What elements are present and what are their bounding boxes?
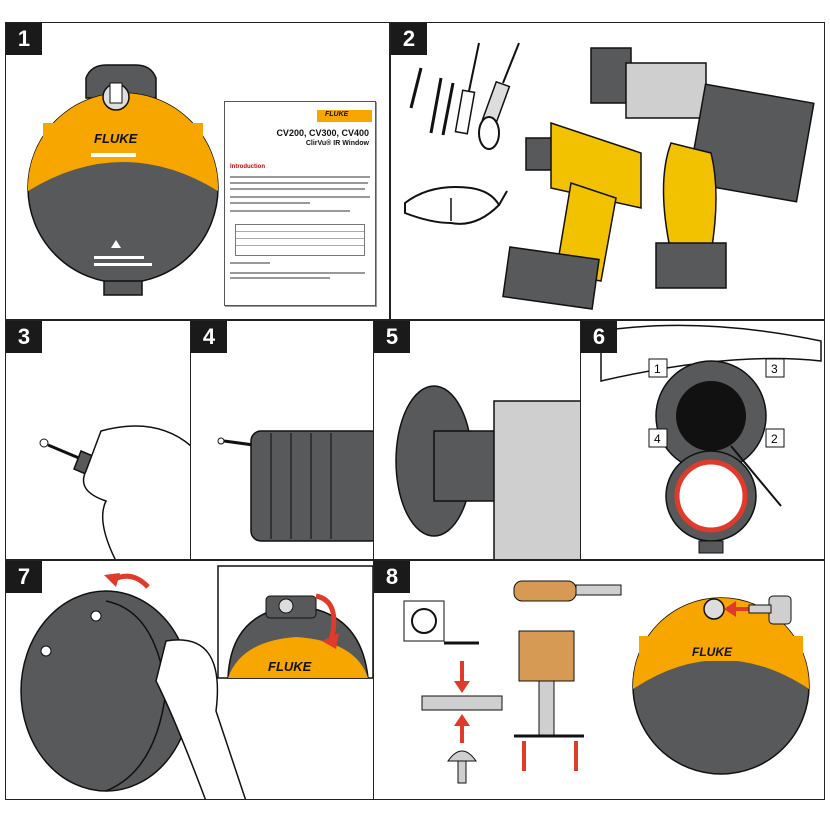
sheet-subtitle: ClirVu® IR Window <box>305 140 369 147</box>
callout-4: 4 <box>654 432 661 446</box>
inset-brand-label: FLUKE <box>268 659 312 674</box>
sheet-brand-bar <box>317 110 372 122</box>
step-number: 8 <box>374 561 410 593</box>
callout-labels: 1 2 3 4 <box>648 358 785 448</box>
callout-1: 1 <box>654 362 661 376</box>
window-brand-label: FLUKE <box>94 131 138 146</box>
step-4-panel: 4 <box>190 320 375 560</box>
ir-window-front-illustration: FLUKE <box>27 64 219 296</box>
drill-hole-illustration <box>217 430 374 542</box>
step-6-panel: 6 1 2 3 4 <box>580 320 825 560</box>
sheet-models-title: CV200, CV300, CV400 <box>276 128 369 138</box>
instruction-sheet: FLUKE CV200, CV300, CV400 ClirVu® IR Win… <box>224 101 376 306</box>
step-number: 5 <box>374 321 410 353</box>
step-3-panel: 3 <box>5 320 192 560</box>
callout-3: 3 <box>771 362 778 376</box>
step-number: 2 <box>391 23 427 55</box>
callout-2: 2 <box>771 432 778 446</box>
step-number: 1 <box>6 23 42 55</box>
step-number: 7 <box>6 561 42 593</box>
step-number: 6 <box>581 321 617 353</box>
sheet-table <box>235 224 365 256</box>
step-5-panel: 5 <box>373 320 585 560</box>
step-number: 3 <box>6 321 42 353</box>
install-fastener-illustration: FLUKE <box>403 580 810 784</box>
step-2-panel: 2 <box>390 22 825 320</box>
step-1-panel: 1 FLUKE FLUKE CV200, CV300, CV400 ClirVu… <box>5 22 390 320</box>
step-7-panel: 7 FLUKE <box>5 560 375 800</box>
screwdriver-mark-illustration <box>39 425 191 559</box>
open-cover-illustration: FLUKE <box>20 565 374 799</box>
window-brand-label-2: FLUKE <box>692 645 733 659</box>
tools-illustration <box>404 42 815 310</box>
step-8-panel: 8 FLUKE <box>373 560 825 800</box>
step-number: 4 <box>191 321 227 353</box>
hole-punch-illustration <box>395 385 584 559</box>
sheet-heading: Introduction <box>230 164 265 170</box>
window-assembly-illustration: 1 2 3 4 <box>600 324 822 554</box>
sheet-brand: FLUKE <box>325 111 349 118</box>
